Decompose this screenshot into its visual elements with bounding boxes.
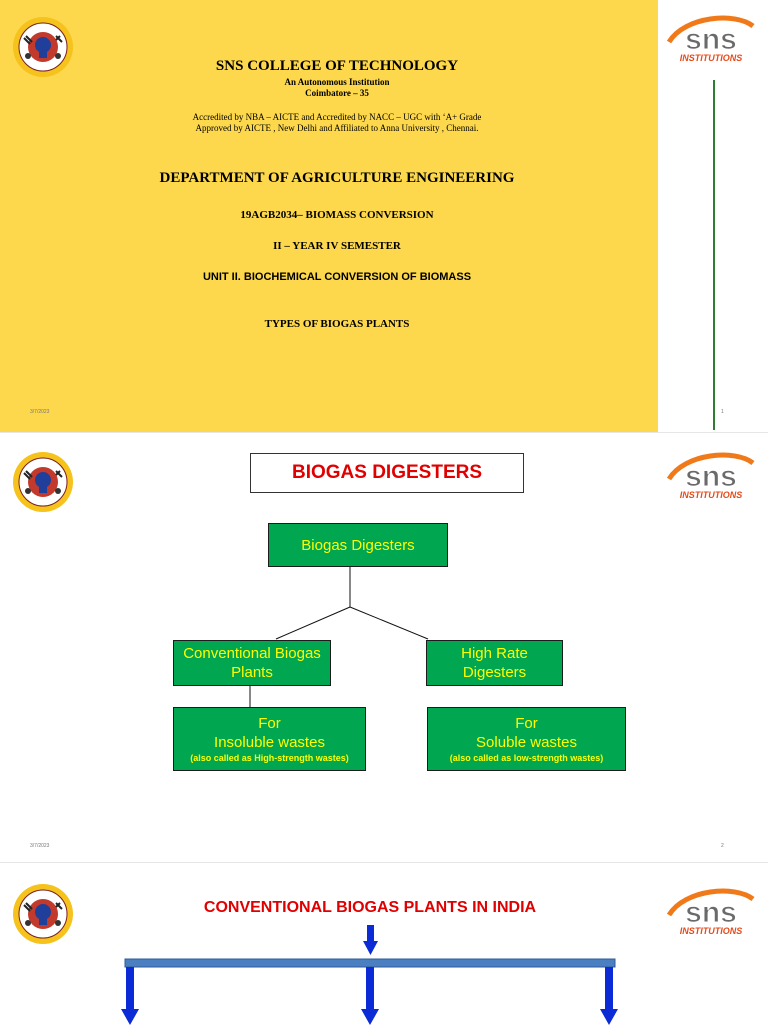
sns-institutions-logo: sns INSTITUTIONS: [666, 888, 755, 936]
college-seal-logo: [13, 884, 73, 944]
insoluble-wastes-node: For Insoluble wastes (also called as Hig…: [173, 707, 366, 771]
high-rate-line-2: Digesters: [462, 664, 527, 681]
approval-text: Approved by AICTE , New Delhi and Affili…: [195, 123, 479, 133]
left-arrow-head: [121, 1009, 139, 1025]
slide-2-date: 3/7/2023: [30, 843, 50, 849]
sns-logo-text: sns: [685, 896, 737, 929]
accreditation-text: Accredited by NBA – AICTE and Accredited…: [192, 112, 482, 122]
sns-logo-subtext: INSTITUTIONS: [680, 490, 743, 500]
right-arrow-shaft: [605, 967, 613, 1009]
college-seal-logo: [13, 452, 73, 512]
right-arrow-head: [600, 1009, 618, 1025]
slide-2: sns INSTITUTIONS BIOGAS DIGESTERS Biogas…: [0, 432, 768, 863]
root-node: Biogas Digesters: [268, 523, 448, 567]
course-code: 19AGB2034– BIOMASS CONVERSION: [240, 209, 434, 221]
high-rate-line-1: High Rate: [461, 645, 528, 662]
insoluble-line-1: For: [258, 715, 281, 732]
divider-line: [713, 80, 715, 430]
top-arrow-shaft: [367, 925, 374, 941]
college-name: SNS COLLEGE OF TECHNOLOGY: [215, 58, 459, 74]
city-text: Coimbatore – 35: [305, 88, 369, 98]
sns-logo-text: sns: [685, 23, 737, 56]
sns-logo-subtext: INSTITUTIONS: [680, 53, 743, 63]
slide-2-page-number: 2: [721, 843, 724, 849]
conventional-plants-node: Conventional Biogas Plants: [173, 640, 331, 686]
tree-connectors: [249, 567, 429, 707]
high-rate-digesters-node: High Rate Digesters: [426, 640, 563, 686]
conventional-line-2: Plants: [231, 664, 273, 681]
insoluble-note: (also called as High-strength wastes): [190, 753, 349, 763]
sns-logo-text: sns: [685, 460, 737, 493]
slide-1-page-number: 1: [721, 409, 724, 415]
distribution-arrows: [121, 925, 618, 1025]
insoluble-line-2: Insoluble wastes: [214, 734, 325, 751]
college-seal-logo: [13, 17, 73, 77]
year-semester: II – YEAR IV SEMESTER: [273, 240, 401, 252]
soluble-note: (also called as low-strength wastes): [449, 753, 604, 763]
middle-arrow-head: [361, 1009, 379, 1025]
unit-title: UNIT II. BIOCHEMICAL CONVERSION OF BIOMA…: [202, 271, 472, 283]
middle-arrow-shaft: [366, 967, 374, 1009]
topic-title: TYPES OF BIOGAS PLANTS: [264, 318, 410, 330]
conventional-line-1: Conventional Biogas: [183, 645, 321, 662]
soluble-wastes-node: For Soluble wastes (also called as low-s…: [427, 707, 626, 771]
sns-institutions-logo: sns INSTITUTIONS: [666, 452, 755, 500]
soluble-line-1: For: [515, 715, 538, 732]
sns-logo-subtext: INSTITUTIONS: [680, 926, 743, 936]
slide-1-background: [0, 0, 658, 432]
sns-institutions-logo: sns INSTITUTIONS: [666, 15, 755, 63]
slide-3-title: CONVENTIONAL BIOGAS PLANTS IN INDIA: [203, 899, 537, 916]
top-arrow-head: [363, 941, 378, 955]
slide-3: sns INSTITUTIONS CONVENTIONAL BIOGAS PLA…: [0, 862, 768, 1025]
slide-1: sns INSTITUTIONS SNS COLLEGE OF TECHNOLO…: [0, 0, 768, 432]
left-arrow-shaft: [126, 967, 134, 1009]
slide-1-date: 3/7/2023: [30, 409, 50, 415]
department-name: DEPARTMENT OF AGRICULTURE ENGINEERING: [159, 170, 515, 186]
autonomous-text: An Autonomous Institution: [284, 77, 390, 87]
root-node-label: Biogas Digesters: [301, 536, 415, 554]
horizontal-bar: [124, 958, 616, 968]
slide-2-title: BIOGAS DIGESTERS: [250, 453, 524, 493]
soluble-line-2: Soluble wastes: [476, 734, 577, 751]
